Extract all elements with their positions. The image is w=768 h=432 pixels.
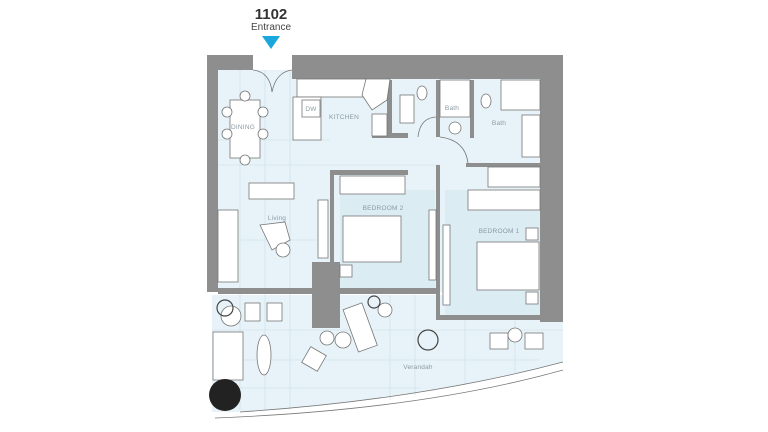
plant-icon bbox=[417, 329, 439, 351]
room-label-bath: Bath bbox=[445, 105, 459, 112]
bedroom-furniture bbox=[339, 175, 541, 306]
bath-door[interactable] bbox=[439, 136, 469, 164]
verandah-furniture bbox=[209, 295, 544, 411]
entrance-label: Entrance bbox=[251, 22, 291, 33]
plant-icon bbox=[209, 379, 241, 411]
plant-icon bbox=[216, 299, 234, 317]
room-label-bedroom-1: BEDROOM 1 bbox=[479, 228, 520, 235]
room-label-verandah: Verandah bbox=[403, 364, 433, 371]
entrance-arrow-icon[interactable] bbox=[262, 36, 280, 49]
dining-table bbox=[221, 90, 269, 166]
living-furniture bbox=[217, 182, 329, 283]
room-label-living: Living bbox=[268, 215, 286, 222]
bath-door[interactable] bbox=[417, 116, 437, 138]
walls bbox=[207, 55, 563, 328]
verandah-floor bbox=[212, 295, 563, 412]
room-label-kitchen: KITCHEN bbox=[329, 114, 359, 121]
verandah-balustrade bbox=[239, 361, 564, 413]
kitchen-units bbox=[292, 78, 391, 141]
room-label-bath: Bath bbox=[492, 120, 506, 127]
plant-icon bbox=[367, 295, 381, 309]
verandah-edge bbox=[214, 369, 564, 419]
room-label-dining: DINING bbox=[231, 124, 255, 131]
room-label-bedroom-2: BEDROOM 2 bbox=[363, 205, 404, 212]
entry-door[interactable] bbox=[252, 69, 293, 93]
dishwasher-label: DW bbox=[305, 106, 317, 113]
bathroom-fixtures bbox=[399, 79, 541, 188]
unit-number: 1102 bbox=[255, 6, 288, 23]
